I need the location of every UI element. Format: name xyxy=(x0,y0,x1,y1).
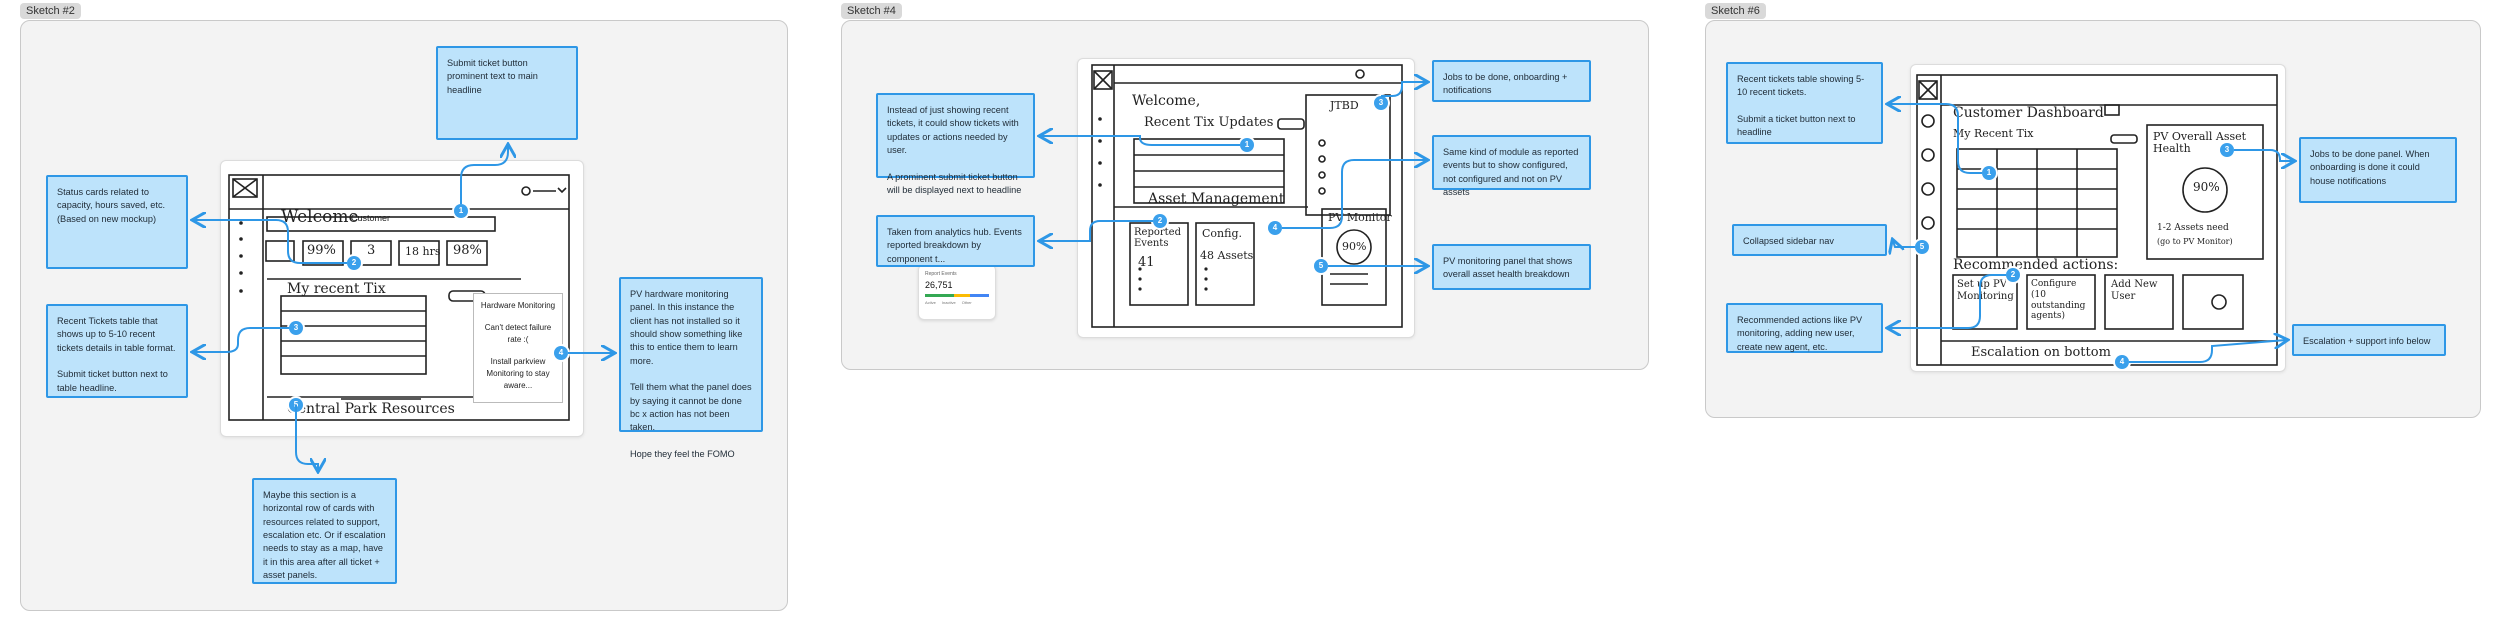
badge[interactable]: 2 xyxy=(2006,268,2020,282)
sketch-recent-tix: My Recent Tix xyxy=(1953,127,2034,140)
sketch-central-park: Central Park Resources xyxy=(287,401,455,417)
badge[interactable]: 4 xyxy=(554,346,568,360)
mini-card-legend: Other xyxy=(961,300,972,305)
badge[interactable]: 5 xyxy=(1915,240,1929,254)
badge[interactable]: 1 xyxy=(1982,166,1996,180)
sketch-card: Set up PV Monitoring xyxy=(1957,279,2014,302)
panel-line: Can't detect failure rate :( xyxy=(484,323,552,344)
sketch-drawing xyxy=(1916,74,2278,366)
note-recent-tickets[interactable]: Recent Tickets table that shows up to 5-… xyxy=(46,304,188,398)
sketch-pv-sub: 1-2 Assets need xyxy=(2157,223,2229,233)
note-recent-tickets[interactable]: Recent tickets table showing 5-10 recent… xyxy=(1726,62,1883,144)
stat-value: 98% xyxy=(453,243,482,258)
sketch-jtbd: JTBD xyxy=(1330,99,1359,112)
sketch-reported-value: 41 xyxy=(1138,255,1155,270)
stat-value: 18 hrs xyxy=(405,245,441,258)
note-escalation[interactable]: Escalation + support info below xyxy=(2292,324,2446,356)
hardware-monitoring-panel: Hardware Monitoring Can't detect failure… xyxy=(473,293,563,403)
stat-value: 99% xyxy=(307,243,336,258)
frame-label[interactable]: Sketch #2 xyxy=(20,3,81,19)
badge[interactable]: 1 xyxy=(454,204,468,218)
panel-title: Hardware Monitoring xyxy=(480,301,556,310)
sketch-image: Welcome Customer 99% 3 18 hrs 98% My rec… xyxy=(220,160,584,437)
note-analytics-hub[interactable]: Taken from analytics hub. Events reporte… xyxy=(876,215,1035,267)
mini-card-value: 26,751 xyxy=(925,280,953,290)
sketch-welcome: Welcome, xyxy=(1132,93,1201,109)
sketch-image: Customer Dashboard My Recent Tix PV Over… xyxy=(1910,64,2286,372)
sketch-pv-value: 90% xyxy=(2193,180,2220,194)
badge[interactable]: 4 xyxy=(1268,221,1282,235)
badge[interactable]: 3 xyxy=(2220,143,2234,157)
stat-value: 3 xyxy=(367,243,376,258)
note-pv-hardware[interactable]: PV hardware monitoring panel. In this in… xyxy=(619,277,763,459)
sketch-reported: Reported Events xyxy=(1134,227,1181,249)
panel-line: Install parkview Monitoring to stay awar… xyxy=(486,357,550,390)
note-submit-button[interactable]: Submit ticket button prominent text to m… xyxy=(436,46,578,140)
sketch-card: Configure (10 outstanding agents) xyxy=(2031,279,2086,322)
note-configured-module[interactable]: Same kind of module as reported events b… xyxy=(1432,135,1591,197)
sketch-config: Config. xyxy=(1202,227,1242,240)
sketch-title: Customer Dashboard xyxy=(1953,105,2104,121)
note-jobs-to-be-done[interactable]: Jobs to be done, onboarding + notificati… xyxy=(1432,60,1591,102)
sketch-recommended: Recommended actions: xyxy=(1953,257,2119,273)
mini-card-bar xyxy=(925,294,989,297)
sketch-config-value: 48 Assets xyxy=(1200,249,1254,262)
sketch-card: Add New User xyxy=(2111,279,2158,302)
note-pv-monitoring[interactable]: PV monitoring panel that shows overall a… xyxy=(1432,244,1591,290)
sketch-pv-value: 90% xyxy=(1342,240,1367,253)
mini-card-title: Report Events xyxy=(925,271,957,277)
sketch-pv-sub2: (go to PV Monitor) xyxy=(2157,237,2233,246)
badge[interactable]: 3 xyxy=(1374,96,1388,110)
sketch-customer: Customer xyxy=(351,213,391,223)
frame-label[interactable]: Sketch #4 xyxy=(841,3,902,19)
sketch-recent-tix: My recent Tix xyxy=(287,281,386,297)
badge[interactable]: 2 xyxy=(347,256,361,270)
sketch-recent-updates: Recent Tix Updates xyxy=(1144,115,1274,130)
sketch-drawing xyxy=(1091,64,1403,328)
note-status-cards[interactable]: Status cards related to capacity, hours … xyxy=(46,175,188,269)
note-recommended-actions[interactable]: Recommended actions like PV monitoring, … xyxy=(1726,303,1883,353)
note-resources[interactable]: Maybe this section is a horizontal row o… xyxy=(252,478,397,584)
frame-label[interactable]: Sketch #6 xyxy=(1705,3,1766,19)
badge[interactable]: 1 xyxy=(1240,138,1254,152)
mini-card-legend: Active xyxy=(925,300,936,305)
mini-card-legend: Inactive xyxy=(941,300,956,305)
sketch-asset-management: Asset Management xyxy=(1148,191,1285,207)
note-jobs-panel[interactable]: Jobs to be done panel. When onboarding i… xyxy=(2299,137,2457,203)
note-recent-updates[interactable]: Instead of just showing recent tickets, … xyxy=(876,93,1035,195)
badge[interactable]: 5 xyxy=(1314,259,1328,273)
sketch-welcome: Welcome xyxy=(281,207,359,227)
sketch-drawing xyxy=(228,174,570,421)
note-sidebar-nav[interactable]: Collapsed sidebar nav xyxy=(1732,224,1887,256)
sketch-image: Welcome, Recent Tix Updates JTBD Asset M… xyxy=(1077,58,1415,338)
sketch-pv-monitor: PV Monitor xyxy=(1328,211,1392,224)
sketch-escalation: Escalation on bottom xyxy=(1971,345,2111,360)
badge[interactable]: 4 xyxy=(2115,355,2129,369)
badge[interactable]: 3 xyxy=(289,321,303,335)
badge[interactable]: 2 xyxy=(1153,214,1167,228)
sketch-pv-health: PV Overall Asset Health xyxy=(2153,130,2247,156)
